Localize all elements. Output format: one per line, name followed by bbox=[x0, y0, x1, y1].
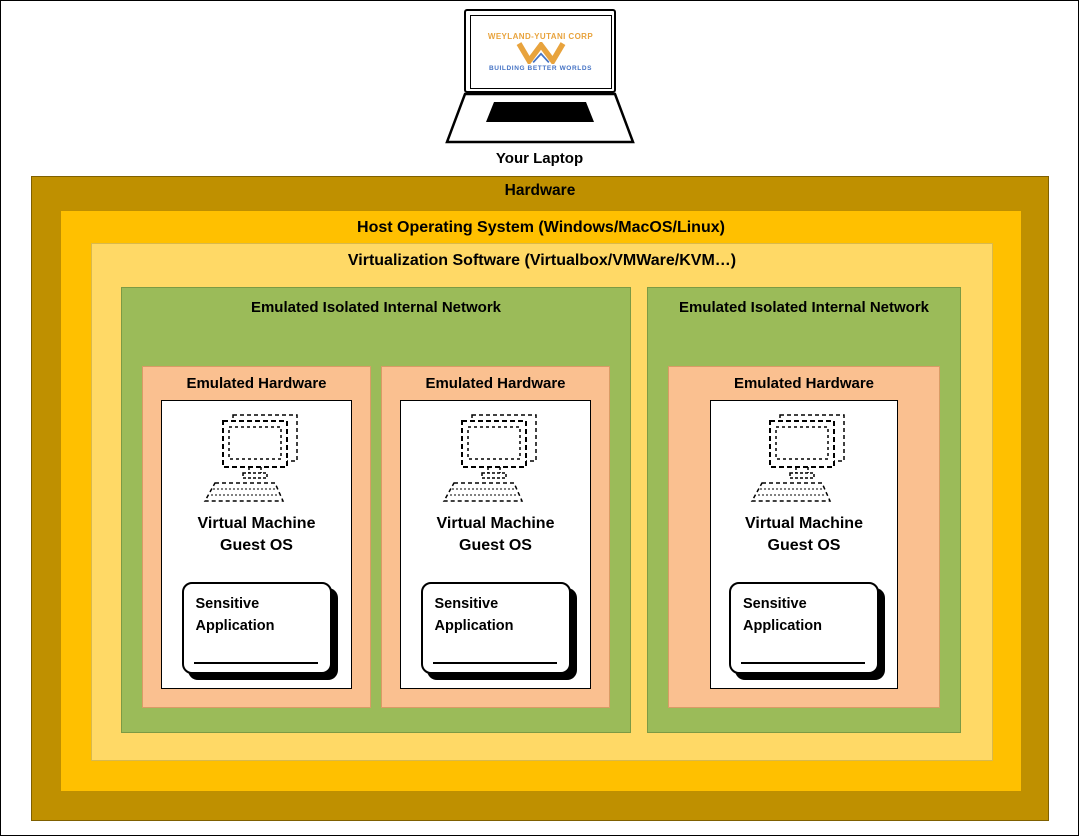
sensitive-application-label: Sensitive Application bbox=[195, 595, 275, 634]
logo-tagline-text: BUILDING BETTER WORLDS bbox=[488, 65, 593, 72]
laptop-icon: WEYLAND-YUTANI CORP BUILDING BETTER WORL… bbox=[444, 9, 636, 167]
guest-os-label: Virtual Machine Guest OS bbox=[436, 515, 555, 555]
emulated-hardware-3: Emulated Hardware bbox=[668, 366, 940, 708]
logo-company-text: WEYLAND-YUTANI CORP bbox=[487, 32, 594, 41]
emulated-network-2: Emulated Isolated Internal Network Emula… bbox=[647, 287, 961, 733]
sensitive-application-label: Sensitive Application bbox=[434, 595, 514, 634]
guest-os-label: Virtual Machine Guest OS bbox=[197, 515, 316, 555]
sensitive-application-box: Sensitive Application bbox=[420, 581, 571, 674]
emulated-hardware-2-label: Emulated Hardware bbox=[425, 375, 566, 392]
layer-virtualization: Virtualization Software (Virtualbox/VMWa… bbox=[91, 243, 993, 761]
network-1-machines: Emulated Hardware bbox=[142, 366, 610, 708]
emulated-hardware-1: Emulated Hardware bbox=[142, 366, 371, 708]
laptop-screen: WEYLAND-YUTANI CORP BUILDING BETTER WORL… bbox=[463, 9, 616, 93]
virtual-machine-icon bbox=[750, 414, 845, 502]
app-underline bbox=[432, 661, 557, 664]
layer-hardware-label: Hardware bbox=[504, 182, 576, 199]
weyland-yutani-logo: WEYLAND-YUTANI CORP BUILDING BETTER WORL… bbox=[469, 15, 612, 89]
sensitive-application-box: Sensitive Application bbox=[181, 581, 332, 674]
virtual-machine-icon bbox=[442, 414, 537, 502]
logo-w-icon bbox=[516, 42, 565, 64]
virtual-machine-2: Virtual Machine Guest OS Sensitive Appli… bbox=[400, 400, 591, 689]
emulated-network-1: Emulated Isolated Internal Network Emula… bbox=[121, 287, 631, 733]
sensitive-application-label: Sensitive Application bbox=[743, 595, 822, 634]
layer-hardware: Hardware Host Operating System (Windows/… bbox=[31, 176, 1049, 821]
guest-os-label: Virtual Machine Guest OS bbox=[745, 515, 863, 555]
laptop-base bbox=[444, 92, 635, 144]
network-2-machines: Emulated Hardware bbox=[668, 366, 940, 708]
virtual-machine-1: Virtual Machine Guest OS Sensitive Appli… bbox=[161, 400, 352, 689]
layer-host-os: Host Operating System (Windows/MacOS/Lin… bbox=[60, 210, 1022, 792]
sensitive-application-box: Sensitive Application bbox=[729, 581, 879, 674]
virtual-machine-icon bbox=[203, 414, 298, 502]
virtual-machine-3: Virtual Machine Guest OS Sensitive Appli… bbox=[710, 400, 898, 689]
emulated-hardware-2: Emulated Hardware bbox=[381, 366, 610, 708]
emulated-network-2-label: Emulated Isolated Internal Network bbox=[678, 299, 930, 316]
emulated-hardware-3-label: Emulated Hardware bbox=[733, 375, 875, 392]
layer-virtualization-label: Virtualization Software (Virtualbox/VMWa… bbox=[347, 252, 737, 269]
laptop-label: Your Laptop bbox=[495, 150, 584, 167]
networks-row: Emulated Isolated Internal Network Emula… bbox=[121, 287, 961, 733]
app-underline bbox=[741, 661, 865, 664]
emulated-hardware-1-label: Emulated Hardware bbox=[186, 375, 327, 392]
app-underline bbox=[193, 661, 318, 664]
emulated-network-1-label: Emulated Isolated Internal Network bbox=[250, 299, 502, 316]
layer-host-os-label: Host Operating System (Windows/MacOS/Lin… bbox=[357, 219, 725, 236]
